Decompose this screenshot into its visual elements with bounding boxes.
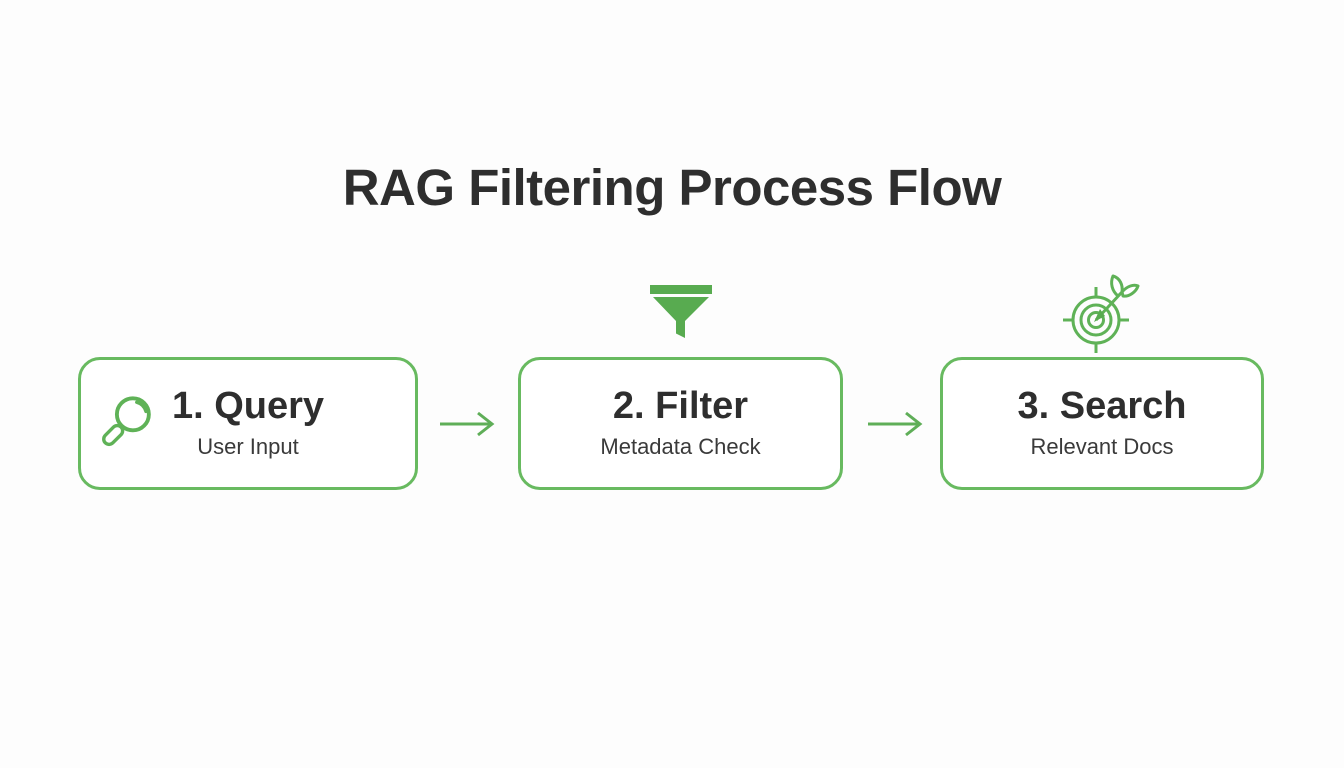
step-box-filter: 2. Filter Metadata Check [518,357,843,490]
step-title: 1. Query [171,385,325,428]
page-title: RAG Filtering Process Flow [342,159,1002,216]
target-icon [1063,274,1140,353]
step-box-search: 3. Search Relevant Docs [940,357,1264,490]
step-subtitle: Relevant Docs [1030,433,1174,459]
step-box-query: 1. Query User Input [78,357,418,490]
flow-arrow-2 [868,411,923,437]
funnel-icon [650,285,712,338]
step-title: 3. Search [1017,385,1187,428]
magnifier-icon [102,396,151,447]
step-subtitle: User Input [197,433,299,459]
step-title: 2. Filter [612,385,749,428]
flow-arrow-1 [440,411,495,437]
step-subtitle: Metadata Check [600,433,761,459]
